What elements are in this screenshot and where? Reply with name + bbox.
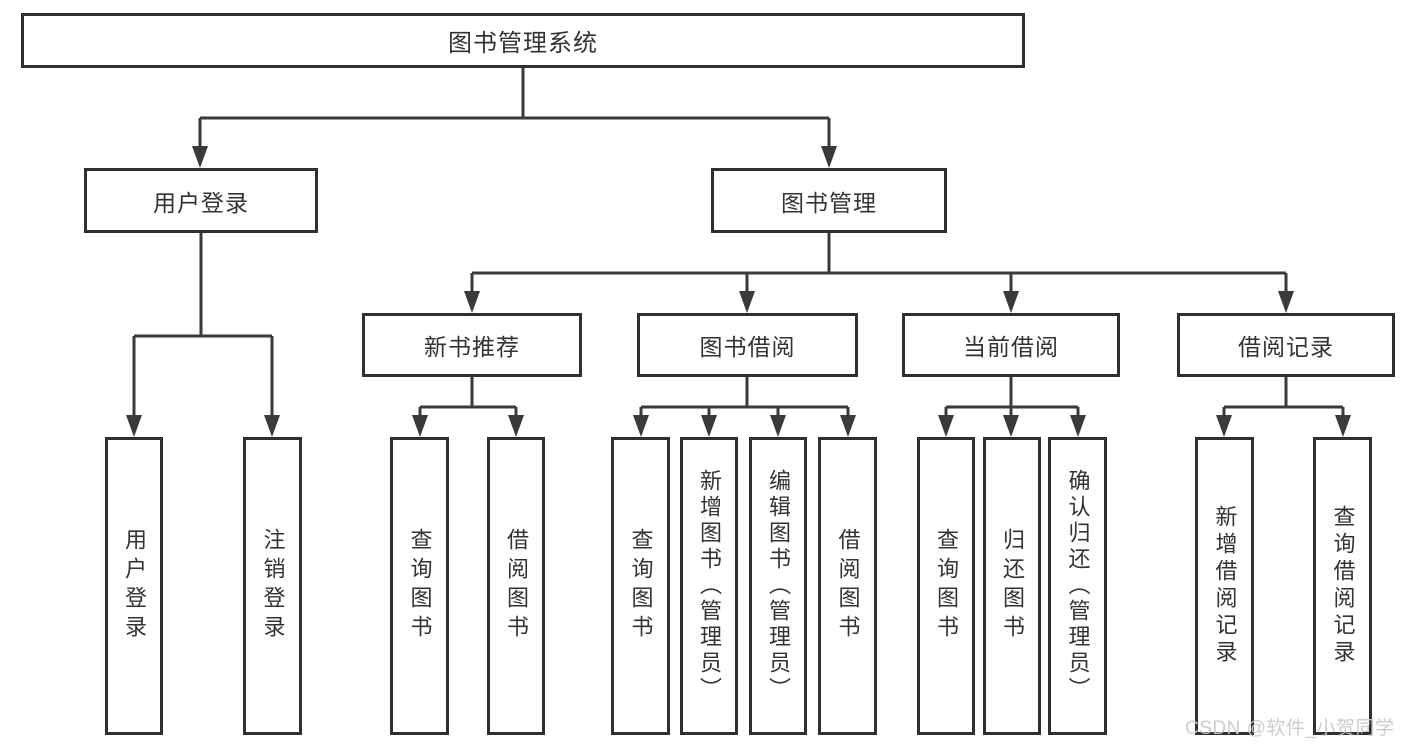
node-borrowing-records: 借阅记录 <box>1177 313 1395 377</box>
connector-root-to-level2 <box>192 68 837 168</box>
leaf-confirm-return-admin: 确认归还（管理员） <box>1048 437 1107 735</box>
node-book-borrowing: 图书借阅 <box>637 313 858 377</box>
connector-book-mgmt-to-level3 <box>464 233 1294 313</box>
node-user-login: 用户登录 <box>84 168 318 233</box>
leaf-return-books: 归还图书 <box>983 437 1041 735</box>
node-new-book-recommend: 新书推荐 <box>362 313 582 377</box>
watermark-text: CSDN @软件_小贺同学 <box>1185 718 1395 739</box>
node-book-management: 图书管理 <box>711 168 947 233</box>
leaf-logout: 注销登录 <box>243 437 302 735</box>
connector-borrow-records-to-leaves <box>1216 377 1351 437</box>
node-current-borrowing: 当前借阅 <box>902 313 1120 377</box>
leaf-query-books-1: 查询图书 <box>390 437 449 735</box>
leaf-query-books-3: 查询图书 <box>917 437 975 735</box>
leaf-query-books-2: 查询图书 <box>611 437 670 735</box>
leaf-user-login: 用户登录 <box>105 437 163 735</box>
leaf-add-borrow-record: 新增借阅记录 <box>1195 437 1254 735</box>
leaf-query-borrow-record: 查询借阅记录 <box>1313 437 1372 735</box>
leaf-borrow-books-2: 借阅图书 <box>818 437 877 735</box>
leaf-add-books-admin: 新增图书（管理员） <box>680 437 738 735</box>
connector-book-borrow-to-leaves <box>633 377 856 437</box>
leaf-edit-books-admin: 编辑图书（管理员） <box>749 437 807 735</box>
connector-current-borrow-to-leaves <box>938 377 1086 437</box>
leaf-borrow-books-1: 借阅图书 <box>487 437 545 735</box>
connector-user-login-to-leaves <box>126 233 280 437</box>
connector-new-books-to-leaves <box>412 377 524 437</box>
node-library-system: 图书管理系统 <box>21 13 1025 68</box>
